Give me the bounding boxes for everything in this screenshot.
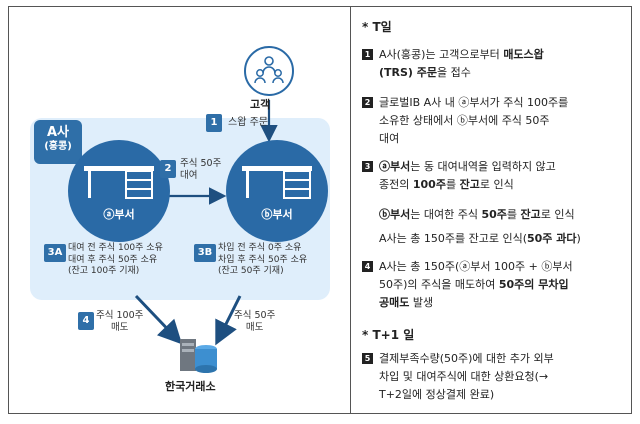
item4-line1: A사는 총 150주(ⓐ부서 100주 + ⓑ부서 bbox=[379, 260, 573, 273]
item3-text-c: 종전의 bbox=[379, 177, 413, 191]
item1-text-a: A사(홍콩)는 고객으로부터 bbox=[379, 48, 504, 61]
item4-text-a: 50주)의 주식을 매도하여 bbox=[379, 277, 499, 291]
item3-text-b: 는 동 대여내역을 입력하지 않고 bbox=[410, 160, 556, 173]
desk-icon bbox=[242, 166, 312, 199]
item2-line1: 글로벌IB A사 내 ⓐ부서가 주식 100주를 bbox=[379, 96, 569, 109]
step3a-line2: 대여 후 주식 50주 소유 bbox=[68, 254, 158, 265]
step4-line1: 주식 100주 bbox=[96, 310, 144, 321]
desk-icon bbox=[84, 166, 154, 199]
exchange-label: 한국거래소 bbox=[165, 380, 216, 393]
dept-a-circle: ⓐ부서 bbox=[68, 140, 170, 242]
step4b-line1: 주식 50주 bbox=[234, 310, 276, 321]
dept-a-label: ⓐ부서 bbox=[103, 208, 135, 221]
step4-line2: 매도 bbox=[110, 322, 129, 334]
item4-number: 4 bbox=[362, 261, 373, 272]
exchange-server-icon bbox=[180, 339, 217, 373]
item1-number: 1 bbox=[362, 49, 373, 60]
item3-text-f: 잔고 bbox=[459, 177, 480, 191]
step3b-line2: 차입 후 주식 50주 소유 bbox=[218, 254, 308, 265]
item3-text-d: 100주 bbox=[412, 177, 446, 191]
item1-text-b: 매도스왑 bbox=[503, 48, 544, 61]
panel-divider bbox=[350, 6, 351, 414]
item5-number: 5 bbox=[362, 353, 373, 364]
t1-day-header: * T+1 일 bbox=[362, 328, 415, 342]
step4-text: 주식 100주 매도 bbox=[96, 310, 143, 335]
item3b-text-e: 잔고 bbox=[520, 208, 541, 221]
step2-line2: 대여 bbox=[180, 170, 198, 182]
item3b-text-d: 를 bbox=[506, 208, 521, 221]
step3b-badge: 3B bbox=[194, 244, 216, 262]
note-item-1: 1 A사(홍콩)는 고객으로부터 매도스왑 (TRS) 주문을 접수 bbox=[362, 46, 628, 82]
step1-badge: 1 bbox=[206, 114, 222, 132]
note-item-5: 5 결제부족수량(50주)에 대한 추가 외부 차입 및 대여주식에 대한 상환요… bbox=[362, 350, 628, 403]
step3a-line1: 대여 전 주식 100주 소유 bbox=[68, 243, 163, 253]
step4-badge: 4 bbox=[78, 312, 94, 330]
item2-number: 2 bbox=[362, 97, 373, 108]
note-item-3b: ⓑ부서는 대여한 주식 50주를 잔고로 인식 bbox=[379, 206, 629, 224]
customer-icon bbox=[244, 46, 294, 96]
step3a-line3: (잔고 100주 기재) bbox=[68, 266, 140, 277]
item4-text-c: 공매도 bbox=[379, 295, 410, 309]
item3-number: 3 bbox=[362, 161, 373, 172]
customer-label: 고객 bbox=[250, 98, 271, 111]
company-name: A사 bbox=[46, 125, 70, 140]
step1-text: 스왑 주문 bbox=[228, 117, 268, 128]
item3b-text-c: 50주 bbox=[481, 208, 507, 221]
outer-frame bbox=[8, 6, 632, 414]
flow-arrows bbox=[134, 100, 278, 346]
item3c-text-b: 50주 과다 bbox=[527, 232, 577, 245]
item1-text-c: (TRS) 주문 bbox=[379, 65, 438, 79]
item4-text-b: 50주의 무차입 bbox=[498, 277, 569, 291]
item3c-text-a: A사는 총 150주를 잔고로 인식( bbox=[379, 232, 527, 245]
item1-text-d: 을 접수 bbox=[437, 65, 471, 79]
item2-line2: 소유한 상태에서 ⓑ부서에 주식 50주 bbox=[379, 113, 550, 127]
item5-line1: 결제부족수량(50주)에 대한 추가 외부 bbox=[379, 352, 554, 365]
dept-b-circle: ⓑ부서 bbox=[226, 140, 328, 242]
step3a-badge: 3A bbox=[44, 244, 66, 262]
company-region: (홍콩) bbox=[44, 141, 72, 153]
step3b-line3: (잔고 50주 기재) bbox=[218, 266, 284, 277]
item5-line3: T+2일에 정상결제 완료) bbox=[379, 387, 495, 401]
note-item-2: 2 글로벌IB A사 내 ⓐ부서가 주식 100주를 소유한 상태에서 ⓑ부서에 … bbox=[362, 94, 628, 147]
dept-b-label: ⓑ부서 bbox=[261, 208, 293, 221]
item4-text-d: 발생 bbox=[409, 295, 434, 309]
step2-line1: 주식 50주 bbox=[180, 158, 222, 169]
item2-line3: 대여 bbox=[379, 131, 400, 145]
item3-text-a: ⓐ부서 bbox=[379, 160, 411, 173]
step2-badge: 2 bbox=[160, 160, 176, 178]
arrow-b-to-exchange bbox=[215, 295, 242, 346]
step3a-text: 대여 전 주식 100주 소유 대여 후 주식 50주 소유 (잔고 100주 … bbox=[68, 243, 163, 278]
step2-text: 주식 50주 대여 bbox=[180, 158, 221, 183]
step4b-line2: 매도 bbox=[245, 322, 264, 334]
item3c-text-c: ) bbox=[576, 232, 581, 245]
note-item-3: 3 ⓐ부서는 동 대여내역을 입력하지 않고 종전의 100주를 잔고로 인식 bbox=[362, 158, 628, 194]
step3b-line1: 차입 전 주식 0주 소유 bbox=[218, 243, 302, 253]
item3b-text-a: ⓑ부서 bbox=[379, 208, 411, 221]
item3-text-e: 를 bbox=[445, 177, 460, 191]
item3b-text-b: 는 대여한 주식 bbox=[410, 208, 482, 221]
company-tag: A사 (홍콩) bbox=[34, 120, 82, 164]
note-item-3c: A사는 총 150주를 잔고로 인식(50주 과다) bbox=[379, 230, 629, 248]
step3b-text: 차입 전 주식 0주 소유 차입 후 주식 50주 소유 (잔고 50주 기재) bbox=[218, 243, 307, 278]
step4b-text: 주식 50주 매도 bbox=[234, 310, 275, 335]
item3-text-g: 로 인식 bbox=[479, 177, 514, 191]
t-day-header: * T일 bbox=[362, 20, 392, 34]
item5-line2: 차입 및 대여주식에 대한 상환요청(→ bbox=[379, 369, 549, 383]
item3b-text-f: 로 인식 bbox=[540, 208, 575, 221]
note-item-4: 4 A사는 총 150주(ⓐ부서 100주 + ⓑ부서 50주)의 주식을 매도하… bbox=[362, 258, 628, 311]
arrow-a-to-exchange bbox=[134, 294, 183, 345]
